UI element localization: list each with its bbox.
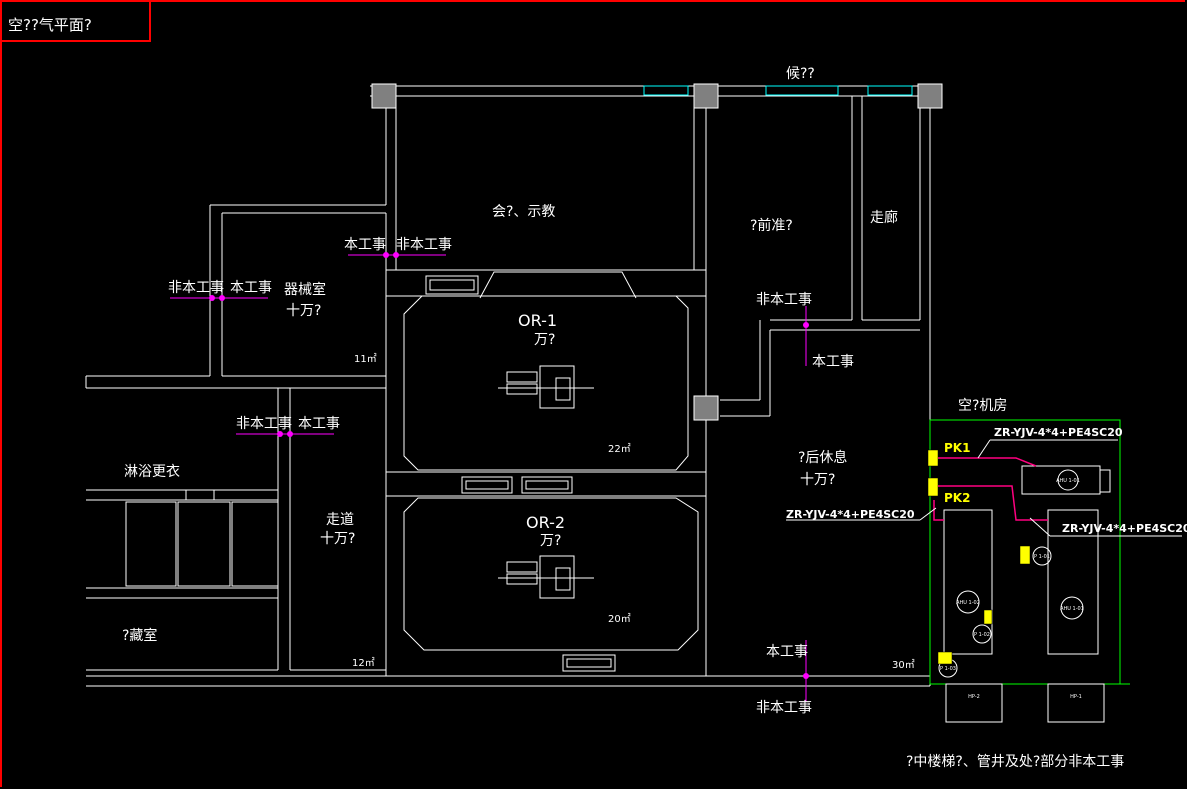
leader-lines — [786, 439, 1182, 537]
label-pump-1: P 1-01 — [1034, 554, 1050, 560]
area-instrument: 11㎡ — [354, 353, 377, 365]
cable-label-1: ZR-YJV-4*4+PE4SC20 — [994, 426, 1123, 439]
scope-in-3: 本工事 — [298, 416, 340, 432]
panel-pk2 — [927, 477, 939, 497]
drawing-title: 空??气平面? — [8, 16, 92, 34]
label-prep-room: ?前准? — [750, 217, 793, 234]
scope-out-1: 非本工事 — [396, 237, 452, 253]
label-storage: ?藏室 — [122, 627, 157, 644]
operating-table-or2 — [498, 555, 594, 599]
label-instrument-class: 十万? — [286, 303, 321, 319]
label-or1-class: 万? — [534, 332, 555, 348]
label-ahu-3: AHU 1-01 — [1060, 606, 1084, 612]
label-pump-3: P 1-03 — [940, 666, 956, 672]
area-rest: 30㎡ — [892, 659, 915, 671]
scope-out-4: 非本工事 — [756, 292, 812, 308]
label-shower: 淋浴更衣 — [124, 464, 180, 480]
title-block: 空??气平面? — [0, 0, 151, 42]
label-rest-room: ?后休息 — [798, 449, 847, 466]
scope-in-4: 本工事 — [812, 354, 854, 370]
scope-out-5: 非本工事 — [756, 700, 812, 716]
label-corridor-class: 十万? — [320, 531, 355, 547]
label-hp1: HP-1 — [1070, 694, 1082, 700]
label-meeting-room: 会?、示教 — [492, 204, 555, 220]
label-pk1: PK1 — [944, 441, 970, 455]
label-hp2: HP-2 — [968, 694, 980, 700]
walls — [85, 85, 942, 687]
scope-out-3: 非本工事 — [236, 416, 292, 432]
scope-in-2: 本工事 — [230, 280, 272, 296]
label-instrument-room: 器械室 — [284, 281, 326, 298]
power-cables — [933, 457, 1048, 521]
label-pk2: PK2 — [944, 491, 970, 505]
label-ac-room: 空?机房 — [958, 398, 1007, 414]
area-or1: 22㎡ — [608, 443, 631, 455]
label-corridor: 走道 — [326, 512, 354, 528]
label-or1: OR-1 — [518, 311, 557, 330]
columns — [371, 83, 943, 421]
panel-pk1 — [927, 449, 939, 467]
label-ahu-1: AHU 1-01 — [1056, 478, 1080, 484]
scope-out-2: 非本工事 — [168, 280, 224, 296]
scope-boundary-lines — [170, 254, 807, 702]
air-vents — [425, 271, 637, 672]
label-rest-class: 十万? — [800, 472, 835, 488]
boundary-markers — [209, 252, 809, 679]
label-ahu-2: AHU 1-02 — [956, 600, 980, 606]
label-waiting: 候?? — [786, 66, 815, 82]
scope-in-1: 本工事 — [344, 237, 386, 253]
electrical-panels — [927, 449, 1031, 665]
label-pump-2: P 1-02 — [974, 632, 990, 638]
label-north-corridor: 走廊 — [870, 209, 898, 226]
cable-label-2: ZR-YJV-4*4+PE4SC20 — [1062, 522, 1187, 535]
area-or2: 20㎡ — [608, 613, 631, 625]
operating-table-or1 — [498, 365, 594, 409]
scope-in-5: 本工事 — [766, 644, 808, 660]
label-or2: OR-2 — [526, 513, 565, 532]
ac-equipment — [938, 465, 1111, 723]
cable-label-3: ZR-YJV-4*4+PE4SC20 — [786, 508, 915, 521]
footer-note: ?中楼梯?、管井及处?部分非本工事 — [906, 754, 1124, 770]
windows — [643, 85, 913, 96]
area-corridor: 12㎡ — [352, 657, 375, 669]
label-or2-class: 万? — [540, 533, 561, 549]
